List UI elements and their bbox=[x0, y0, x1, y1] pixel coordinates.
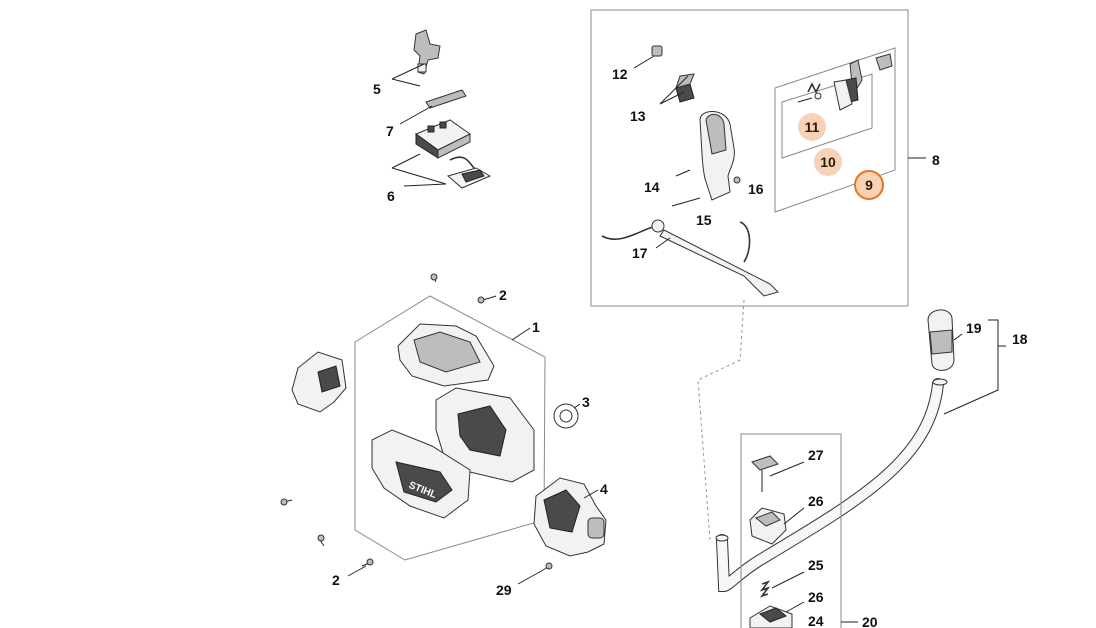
callout-26-bottom[interactable]: 26 bbox=[808, 589, 824, 605]
part-6-switch-block[interactable] bbox=[414, 119, 492, 189]
part-2-screw-top[interactable] bbox=[430, 273, 438, 283]
callout-3[interactable]: 3 bbox=[582, 394, 590, 410]
callout-2-top[interactable]: 2 bbox=[499, 287, 507, 303]
part-26-clamp-bottom[interactable] bbox=[749, 605, 793, 628]
callout-13[interactable]: 13 bbox=[630, 108, 646, 124]
callout-2-bottom[interactable]: 2 bbox=[332, 572, 340, 588]
handle-group-frame bbox=[590, 9, 909, 307]
callout-12[interactable]: 12 bbox=[612, 66, 628, 82]
part-29-screw[interactable] bbox=[535, 562, 553, 575]
part-shroud-left[interactable] bbox=[291, 351, 347, 413]
callout-6[interactable]: 6 bbox=[387, 188, 395, 204]
part-2-screw-lower-a[interactable] bbox=[280, 498, 293, 506]
callout-20[interactable]: 20 bbox=[862, 614, 878, 628]
part-17-cable-bracket[interactable] bbox=[601, 219, 779, 297]
svg-text:11: 11 bbox=[805, 119, 820, 135]
callout-1[interactable]: 1 bbox=[532, 319, 540, 335]
svg-text:9: 9 bbox=[865, 177, 873, 193]
clamp-group-frame bbox=[740, 433, 842, 628]
callout-19[interactable]: 19 bbox=[966, 320, 982, 336]
part-2-screw-right[interactable] bbox=[477, 296, 491, 304]
part-27-screw[interactable] bbox=[751, 455, 779, 492]
callout-17[interactable]: 17 bbox=[632, 245, 648, 261]
part-25-spring[interactable] bbox=[759, 580, 771, 598]
part-12-nut[interactable] bbox=[651, 45, 663, 57]
part-handle-grip[interactable] bbox=[699, 111, 735, 201]
callout-9[interactable]: 9 bbox=[854, 170, 884, 200]
callout-10[interactable]: 10 bbox=[814, 148, 842, 176]
part-2-screw-lower-b[interactable] bbox=[317, 534, 325, 547]
callout-16[interactable]: 16 bbox=[748, 181, 764, 197]
assembly-guide-line bbox=[697, 299, 745, 541]
callout-7[interactable]: 7 bbox=[386, 123, 394, 139]
part-2-screw-lower-c[interactable] bbox=[361, 558, 374, 567]
part-1-rear-housing[interactable] bbox=[435, 387, 535, 483]
callout-24[interactable]: 24 bbox=[808, 613, 824, 628]
callout-27[interactable]: 27 bbox=[808, 447, 824, 463]
part-14-screw[interactable] bbox=[675, 169, 691, 177]
part-26-clamp-top[interactable] bbox=[749, 507, 787, 545]
part-16-nut[interactable] bbox=[733, 176, 741, 184]
part-18-loop-handle[interactable] bbox=[715, 378, 944, 593]
callout-4[interactable]: 4 bbox=[600, 481, 608, 497]
part-1-upper-cover[interactable] bbox=[397, 323, 495, 387]
part-1-lower-cover[interactable]: STIHL bbox=[371, 429, 471, 519]
svg-text:10: 10 bbox=[820, 154, 836, 170]
callout-29[interactable]: 29 bbox=[496, 582, 512, 598]
callout-25[interactable]: 25 bbox=[808, 557, 824, 573]
part-3-gasket[interactable] bbox=[553, 403, 579, 429]
callout-11[interactable]: 11 bbox=[798, 113, 826, 141]
part-19-grip[interactable] bbox=[927, 309, 955, 386]
callout-14[interactable]: 14 bbox=[644, 179, 660, 195]
callout-26-top[interactable]: 26 bbox=[808, 493, 824, 509]
callout-5[interactable]: 5 bbox=[373, 81, 381, 97]
part-7-slide-bar[interactable] bbox=[425, 89, 467, 109]
callout-8[interactable]: 8 bbox=[932, 152, 940, 168]
part-4-engine-carrier[interactable] bbox=[533, 477, 607, 557]
part-13-clip[interactable] bbox=[675, 73, 695, 103]
part-9-10-11-switch-parts[interactable] bbox=[797, 53, 893, 111]
part-15-screw[interactable] bbox=[671, 197, 701, 207]
callout-15[interactable]: 15 bbox=[696, 212, 712, 228]
callout-18[interactable]: 18 bbox=[1012, 331, 1028, 347]
part-5-switch-lever[interactable] bbox=[413, 29, 441, 75]
